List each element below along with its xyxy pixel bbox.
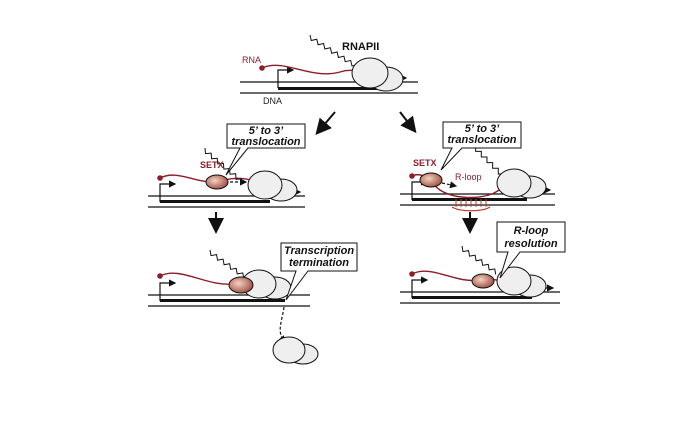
ctd-tail-icon xyxy=(309,34,358,67)
r-loop-hybrid-icon xyxy=(451,199,491,212)
callout-termination: Transcription termination xyxy=(280,242,358,301)
rnapii-polymerase-icon xyxy=(351,57,404,92)
rnapii-label: RNAPII xyxy=(342,41,379,53)
panel-termination: Transcription termination xyxy=(148,242,358,365)
callout-line-2: translocation xyxy=(231,136,300,148)
callout-translocation-left: 5’ to 3’ translocation xyxy=(225,123,306,176)
callout-line-2: termination xyxy=(289,257,349,269)
callout-line-1: Transcription xyxy=(284,245,354,257)
callout-line-1: 5’ to 3’ xyxy=(249,125,284,137)
panel-translocation-right: SETX R-loop 5’ to 3’ translocation xyxy=(400,121,555,212)
ctd-tail-icon xyxy=(204,147,242,180)
setx-helicase-icon xyxy=(205,174,229,190)
rna-cap-icon xyxy=(409,173,415,179)
panel-translocation-left: SETX 5’ to 3’ translocation xyxy=(148,123,306,208)
branch-arrow-right-icon xyxy=(399,111,417,134)
transcribed-region xyxy=(412,296,532,299)
callout-translocation-right: 5’ to 3’ translocation xyxy=(440,121,522,171)
rnapii-polymerase-icon xyxy=(496,168,547,199)
callout-resolution: R-loop resolution xyxy=(496,221,566,279)
r-loop-label: R-loop xyxy=(455,172,482,182)
ctd-tail-icon xyxy=(461,245,497,275)
rna-cap-icon xyxy=(157,273,163,279)
setx-label: SETX xyxy=(413,158,437,168)
rnapii-polymerase-icon xyxy=(247,170,298,202)
promoter-arrow-icon xyxy=(411,276,429,298)
rna-strand xyxy=(159,272,233,285)
transcribed-region xyxy=(412,198,527,201)
promoter-arrow-icon xyxy=(159,180,177,202)
setx-helicase-icon xyxy=(419,172,443,188)
setx-helicase-icon xyxy=(471,273,495,289)
panel-resolution: R-loop resolution xyxy=(400,221,566,304)
promoter-arrow-icon xyxy=(159,279,177,301)
translocation-arrow-icon xyxy=(441,181,458,189)
rna-label: RNA xyxy=(242,55,261,65)
rna-cap-icon xyxy=(157,175,163,181)
callout-line-2: translocation xyxy=(447,134,516,146)
rnapii-polymerase-icon xyxy=(241,269,292,300)
setx-helicase-icon xyxy=(228,276,254,294)
rna-cap-icon xyxy=(409,271,415,277)
transcribed-region xyxy=(278,87,388,90)
setx-label: SETX xyxy=(200,160,224,170)
callout-line-1: 5’ to 3’ xyxy=(465,123,500,135)
callout-line-1: R-loop xyxy=(514,225,549,237)
ctd-tail-icon xyxy=(209,249,245,279)
dna-label: DNA xyxy=(263,96,282,106)
rna-cap-icon xyxy=(259,65,265,71)
release-arrow-icon xyxy=(278,306,286,343)
promoter-arrow-icon xyxy=(277,66,295,88)
transcribed-region xyxy=(160,299,285,302)
released-polymerase-icon xyxy=(272,336,319,365)
panel-initial: RNAPII RNA DNA xyxy=(240,34,418,106)
transcribed-region xyxy=(160,200,270,203)
branch-arrow-left-icon xyxy=(315,111,336,136)
callout-line-2: resolution xyxy=(504,238,557,250)
rnapii-polymerase-icon xyxy=(496,266,547,298)
